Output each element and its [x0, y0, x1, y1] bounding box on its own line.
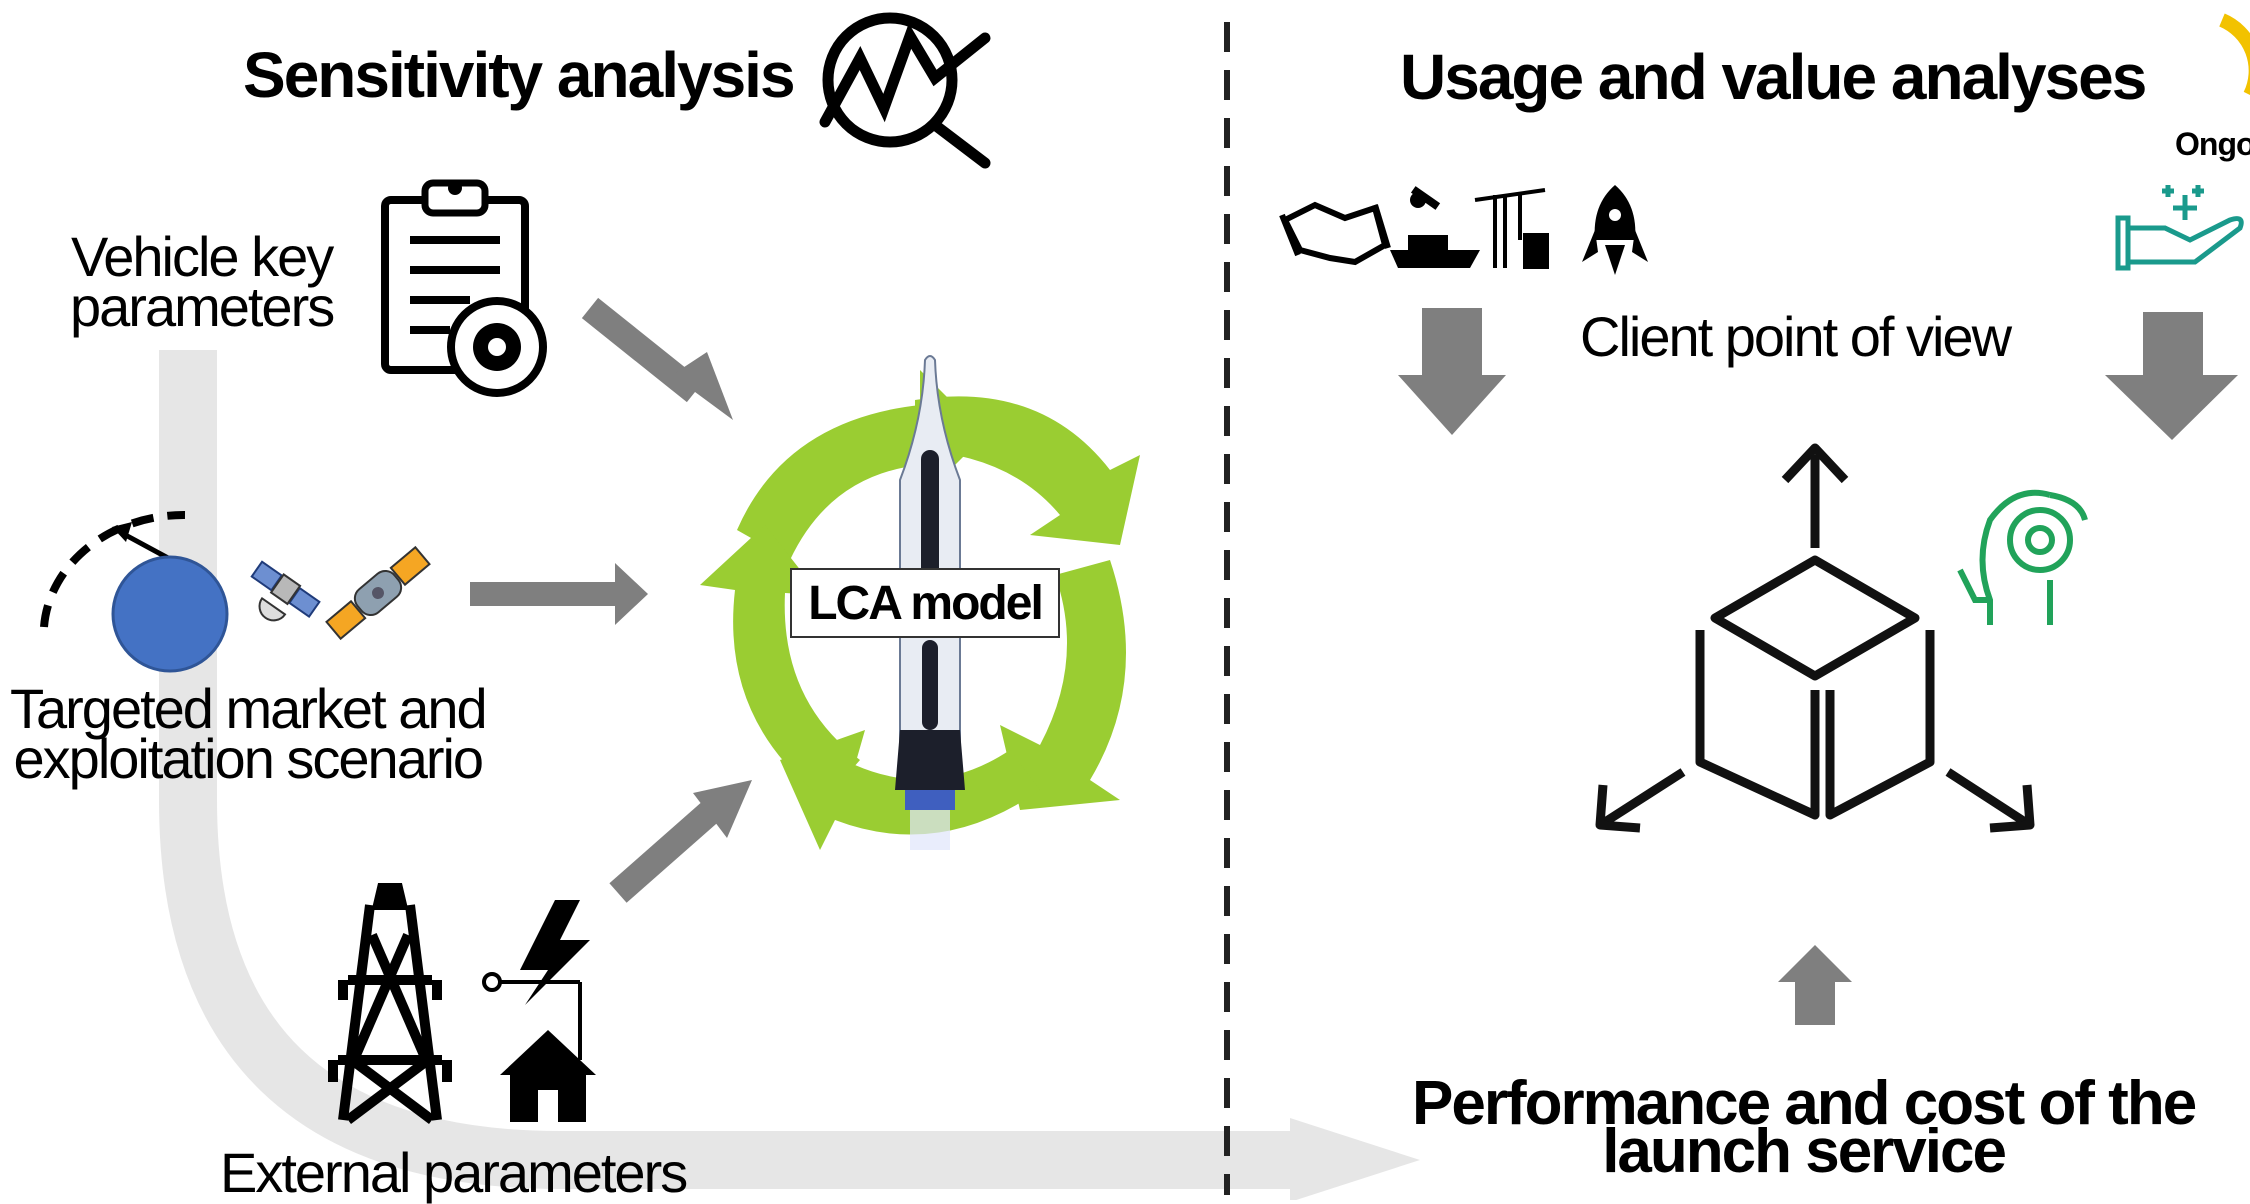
- left-title: Sensitivity analysis: [243, 39, 796, 111]
- power-tower-icon: [328, 883, 452, 1124]
- vehicle-label-line1: Vehicle key: [70, 225, 334, 288]
- clipboard-gear-icon: [381, 179, 547, 397]
- hand-sparkle-icon: [2115, 185, 2244, 271]
- flow-arrow: [159, 350, 1420, 1200]
- magnifier-chart-icon: [819, 12, 991, 169]
- satellite-icon: [250, 560, 321, 622]
- lca-cycle-icon: [700, 370, 1140, 850]
- vehicle-parameters-label: Vehicle key parameters: [70, 225, 335, 338]
- market-scenario-label: Targeted market and exploitation scenari…: [10, 677, 488, 790]
- market-label-line1: Targeted market and: [10, 677, 488, 740]
- market-label-line2: exploitation scenario: [13, 727, 485, 790]
- vehicle-label-line2: parameters: [70, 275, 335, 338]
- performance-label-line2: launch service: [1602, 1117, 2007, 1186]
- client-view-label: Client point of view: [1580, 305, 2012, 368]
- external-parameters-label: External parameters: [220, 1141, 688, 1204]
- input-arrow-top: [581, 297, 733, 420]
- satellite-ship-icon: [1390, 186, 1480, 268]
- up-arrow: [1778, 945, 1852, 1025]
- performance-label: Performance and cost of the launch servi…: [1412, 1069, 2197, 1186]
- handshake-icon: [1279, 201, 1391, 266]
- input-arrow-middle: [470, 563, 648, 625]
- sun-icon: [2219, 13, 2250, 95]
- cut-label: Ongo: [2175, 126, 2250, 162]
- down-arrow-right: [2105, 312, 2238, 440]
- rocket-icon: [1582, 185, 1648, 275]
- right-title: Usage and value analyses: [1400, 41, 2147, 113]
- satellite-orange-icon: [325, 545, 431, 641]
- performance-label-line1: Performance and cost of the: [1412, 1069, 2197, 1138]
- head-gear-icon: [1957, 489, 2088, 625]
- lca-model-box: LCA model: [790, 568, 1060, 638]
- lightning-icon: [482, 900, 590, 1060]
- cube-arrows-icon: [1595, 443, 2035, 833]
- globe-orbit-icon: [40, 510, 229, 673]
- down-arrow-left: [1398, 308, 1506, 435]
- input-arrow-bottom: [609, 780, 752, 903]
- house-icon: [500, 1030, 596, 1122]
- crane-icon: [1474, 188, 1549, 269]
- lca-model-label: LCA model: [808, 576, 1044, 630]
